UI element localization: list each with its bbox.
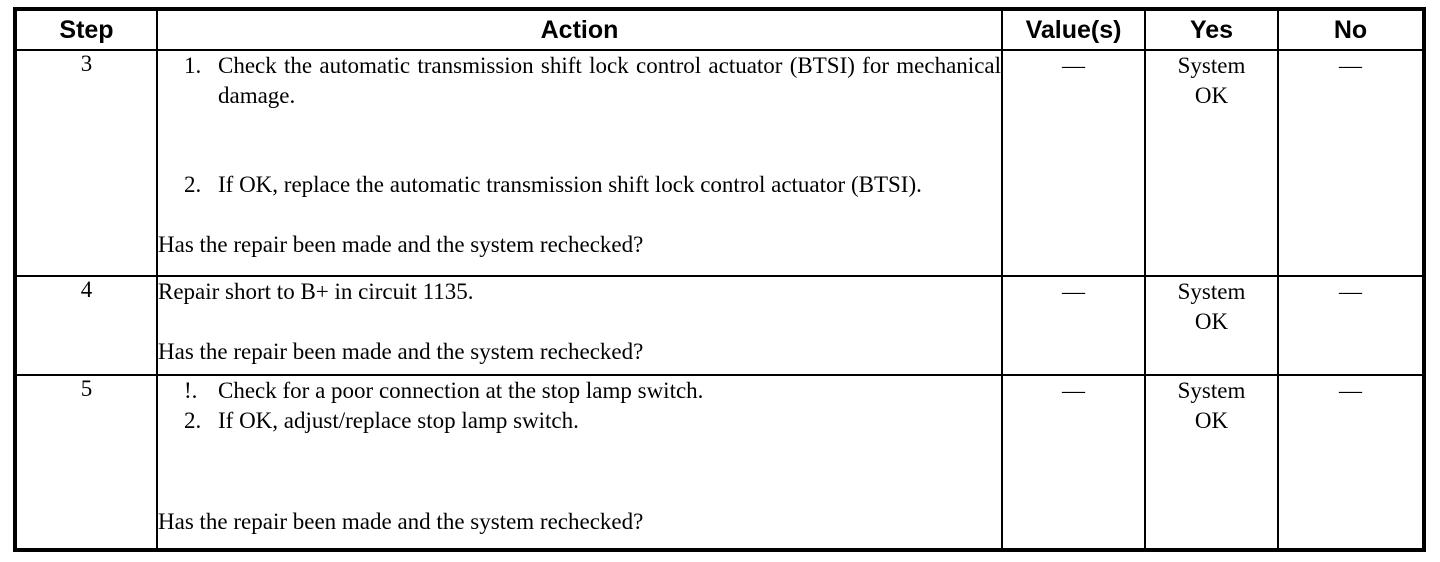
table-row: 5 !. Check for a poor connection at the …: [14, 373, 1425, 552]
action-item: 2. If OK, adjust/replace stop lamp switc…: [184, 406, 1001, 436]
yes-result-line-2: OK: [1194, 82, 1229, 108]
action-item: 2. If OK, replace the automatic transmis…: [184, 170, 1001, 200]
value-cell: —: [1001, 373, 1146, 552]
column-header-no: No: [1277, 8, 1425, 51]
no-result-cell: —: [1277, 49, 1425, 277]
action-cell: 1. Check the automatic transmission shif…: [156, 49, 1003, 277]
value-cell: —: [1001, 49, 1146, 277]
action-item: 1. Check the automatic transmission shif…: [184, 51, 1001, 112]
step-number-cell: 4: [14, 274, 158, 376]
action-item: !. Check for a poor connection at the st…: [184, 376, 1001, 406]
table-body: 3 1. Check the automatic transmission sh…: [14, 49, 1425, 552]
table-header: Step Action Value(s) Yes No: [14, 8, 1425, 51]
action-item-list: 2. If OK, replace the automatic transmis…: [158, 170, 1001, 200]
action-item-list: !. Check for a poor connection at the st…: [158, 376, 1001, 437]
action-item-text: Check the automatic transmission shift l…: [218, 53, 1001, 109]
table-header-row: Step Action Value(s) Yes No: [14, 8, 1425, 51]
action-item-number: !.: [184, 377, 198, 403]
yes-result-line-1: System: [1177, 53, 1246, 78]
vertical-spacer: [158, 112, 1001, 170]
action-item-number: 1.: [184, 53, 202, 78]
yes-result-cell: System OK: [1144, 373, 1279, 552]
action-question: Has the repair been made and the system …: [158, 339, 644, 365]
step-number-cell: 5: [14, 373, 158, 552]
no-result-cell: —: [1277, 373, 1425, 552]
value-cell: —: [1001, 274, 1146, 376]
action-cell: !. Check for a poor connection at the st…: [156, 373, 1003, 552]
no-result-cell: —: [1277, 274, 1425, 376]
diagnostic-table-container: Step Action Value(s) Yes No 3 1. Check t…: [13, 7, 1426, 552]
yes-result-line-1: System: [1177, 278, 1246, 304]
vertical-spacer: [158, 307, 1001, 337]
action-statement: Repair short to B+ in circuit 1135.: [158, 278, 474, 304]
action-item-list: 1. Check the automatic transmission shif…: [158, 51, 1001, 112]
yes-result-cell: System OK: [1144, 49, 1279, 277]
action-item-text: If OK, replace the automatic transmissio…: [218, 171, 922, 197]
action-question: Has the repair been made and the system …: [158, 232, 644, 258]
yes-result-cell: System OK: [1144, 274, 1279, 376]
action-cell: Repair short to B+ in circuit 1135. Has …: [156, 274, 1003, 376]
column-header-step: Step: [14, 8, 158, 51]
action-item-number: 2.: [184, 408, 202, 434]
table-row: 3 1. Check the automatic transmission sh…: [14, 49, 1425, 277]
action-item-number: 2.: [184, 171, 202, 197]
column-header-values: Value(s): [1001, 8, 1146, 51]
vertical-spacer: [158, 200, 1001, 230]
column-header-yes: Yes: [1144, 8, 1279, 51]
action-item-text: Check for a poor connection at the stop …: [218, 377, 704, 403]
yes-result-line-2: OK: [1194, 407, 1229, 433]
yes-result-line-2: OK: [1194, 308, 1229, 334]
table-row: 4 Repair short to B+ in circuit 1135. Ha…: [14, 274, 1425, 376]
vertical-spacer: [158, 437, 1001, 507]
diagnostic-step-table: Step Action Value(s) Yes No 3 1. Check t…: [13, 7, 1426, 552]
action-question: Has the repair been made and the system …: [158, 508, 644, 534]
step-number-cell: 3: [14, 49, 158, 277]
column-header-action: Action: [156, 8, 1003, 51]
yes-result-line-1: System: [1177, 377, 1246, 403]
action-item-text: If OK, adjust/replace stop lamp switch.: [218, 408, 579, 434]
